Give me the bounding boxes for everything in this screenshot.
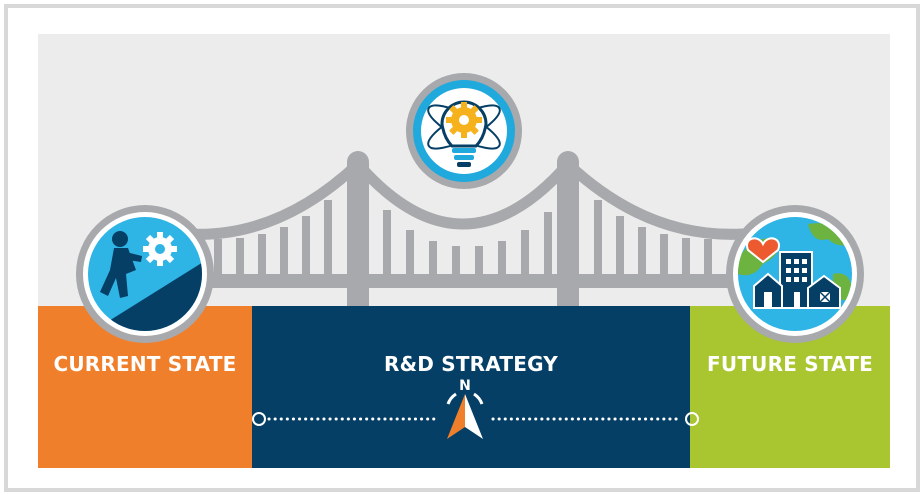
current-state-block: CURRENT STATE [38,306,252,468]
current-state-label: CURRENT STATE [53,352,237,376]
future-state-block: FUTURE STATE [690,306,890,468]
bridge-cables [182,158,749,240]
rd-strategy-label: R&D STRATEGY [384,352,558,376]
bridge-hangers [214,200,712,279]
diagram-canvas: CURRENT STATE R&D STRATEGY FUTURE STATE [38,34,890,468]
future-state-label: FUTURE STATE [707,352,873,376]
bridge-tower-left [347,162,369,340]
bridge-tower-right [557,162,579,340]
bridge-graphic [182,151,749,340]
rd-strategy-block: R&D STRATEGY [252,306,690,468]
diagram-frame: CURRENT STATE R&D STRATEGY FUTURE STATE [4,4,920,492]
